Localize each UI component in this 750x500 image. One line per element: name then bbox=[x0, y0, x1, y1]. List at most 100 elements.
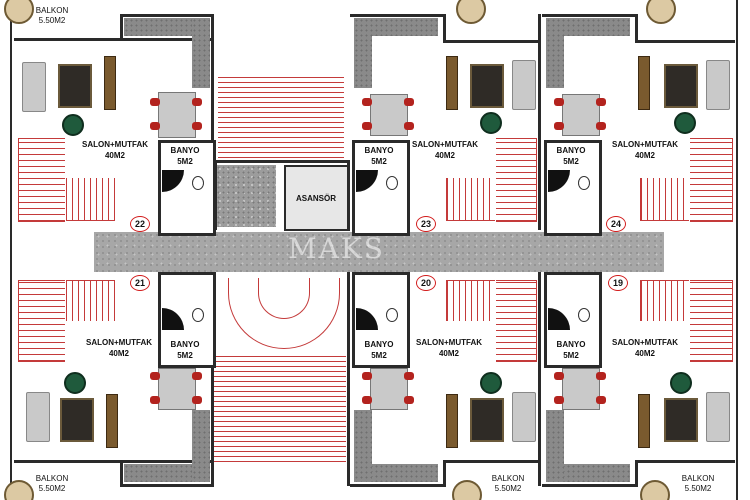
room-label: SALON+MUTFAK bbox=[82, 140, 148, 149]
balcony-table bbox=[4, 0, 34, 24]
outer-wall bbox=[736, 0, 738, 500]
corridor bbox=[94, 232, 664, 272]
chair bbox=[554, 372, 564, 380]
unit-wall bbox=[120, 14, 214, 17]
balkon-area: 5.50M2 bbox=[38, 484, 66, 493]
chair bbox=[596, 122, 606, 130]
chair bbox=[150, 122, 160, 130]
sofa bbox=[22, 62, 46, 112]
unit-number-badge: 23 bbox=[416, 216, 436, 232]
chair bbox=[404, 372, 414, 380]
chair bbox=[404, 98, 414, 106]
unit-wall bbox=[120, 484, 214, 487]
bath-area: 5M2 bbox=[371, 351, 387, 360]
unit-wall bbox=[120, 14, 123, 40]
rug bbox=[664, 398, 698, 442]
unit-wall bbox=[443, 40, 541, 43]
bathroom bbox=[352, 140, 410, 236]
kitchen-counter bbox=[124, 18, 210, 36]
chair bbox=[596, 396, 606, 404]
kitchen-counter bbox=[546, 18, 564, 88]
stair bbox=[496, 280, 537, 362]
kitchen-counter bbox=[546, 18, 630, 36]
core-wall bbox=[214, 160, 350, 163]
watermark-logo: MAKS bbox=[288, 232, 385, 265]
armchair bbox=[480, 112, 502, 134]
chair bbox=[192, 122, 202, 130]
rug bbox=[60, 398, 94, 442]
kitchen-counter bbox=[192, 18, 210, 88]
dining-table bbox=[370, 368, 408, 410]
dining-table bbox=[370, 94, 408, 136]
stair bbox=[18, 280, 65, 362]
armchair bbox=[64, 372, 86, 394]
sofa bbox=[26, 392, 50, 442]
rug bbox=[470, 64, 504, 108]
unit-wall bbox=[443, 14, 446, 42]
room-label: SALON+MUTFAK bbox=[86, 338, 152, 347]
stair bbox=[66, 280, 115, 321]
dining-table bbox=[158, 92, 196, 138]
unit-wall bbox=[350, 14, 446, 17]
balkon-area: 5.50M2 bbox=[38, 16, 66, 25]
elevator bbox=[284, 165, 350, 231]
chair bbox=[150, 98, 160, 106]
unit-wall bbox=[538, 14, 541, 230]
room-area: 40M2 bbox=[438, 349, 459, 358]
staircase-bottom bbox=[214, 352, 346, 462]
unit-number-badge: 24 bbox=[606, 216, 626, 232]
dining-table bbox=[562, 94, 600, 136]
chair bbox=[554, 396, 564, 404]
chair bbox=[404, 396, 414, 404]
stair bbox=[66, 178, 115, 221]
unit-wall bbox=[211, 272, 214, 486]
chair bbox=[596, 372, 606, 380]
unit-wall bbox=[14, 38, 214, 41]
room-label: SALON+MUTFAK bbox=[612, 140, 678, 149]
chair bbox=[150, 372, 160, 380]
room-label: SALON+MUTFAK bbox=[612, 338, 678, 347]
room-area: 40M2 bbox=[434, 151, 455, 160]
armchair bbox=[674, 112, 696, 134]
balkon-label: BALKON bbox=[35, 474, 69, 483]
balkon-area: 5.50M2 bbox=[494, 484, 522, 493]
chair bbox=[554, 98, 564, 106]
balkon-label: BALKON bbox=[681, 474, 715, 483]
chair bbox=[192, 98, 202, 106]
core-wall bbox=[347, 160, 350, 230]
unit-wall bbox=[211, 14, 214, 230]
stair bbox=[446, 178, 495, 221]
bath-label: BANYO bbox=[170, 146, 200, 155]
bath-label: BANYO bbox=[364, 146, 394, 155]
rug bbox=[470, 398, 504, 442]
unit-number-badge: 21 bbox=[130, 275, 150, 291]
room-area: 40M2 bbox=[634, 349, 655, 358]
bath-area: 5M2 bbox=[177, 157, 193, 166]
room-label: SALON+MUTFAK bbox=[416, 338, 482, 347]
balkon-label: BALKON bbox=[35, 6, 69, 15]
armchair bbox=[670, 372, 692, 394]
unit-wall bbox=[635, 460, 638, 486]
unit-wall bbox=[347, 272, 350, 486]
chair bbox=[362, 396, 372, 404]
toilet bbox=[192, 308, 204, 322]
chair bbox=[150, 396, 160, 404]
unit-wall bbox=[14, 460, 214, 463]
rug bbox=[58, 64, 92, 108]
bath-label: BANYO bbox=[556, 340, 586, 349]
stair bbox=[690, 280, 733, 362]
stair bbox=[640, 280, 689, 321]
staircase-top bbox=[218, 76, 344, 158]
elevator-label: ASANSÖR bbox=[295, 194, 336, 203]
unit-wall bbox=[538, 272, 541, 486]
chair bbox=[362, 122, 372, 130]
spiral-stair-core bbox=[258, 278, 310, 319]
bath-area: 5M2 bbox=[371, 157, 387, 166]
bath-area: 5M2 bbox=[563, 157, 579, 166]
kitchen-counter bbox=[124, 464, 210, 482]
bathroom bbox=[158, 140, 216, 236]
tv-unit bbox=[638, 56, 650, 110]
bath-label: BANYO bbox=[170, 340, 200, 349]
chair bbox=[192, 396, 202, 404]
